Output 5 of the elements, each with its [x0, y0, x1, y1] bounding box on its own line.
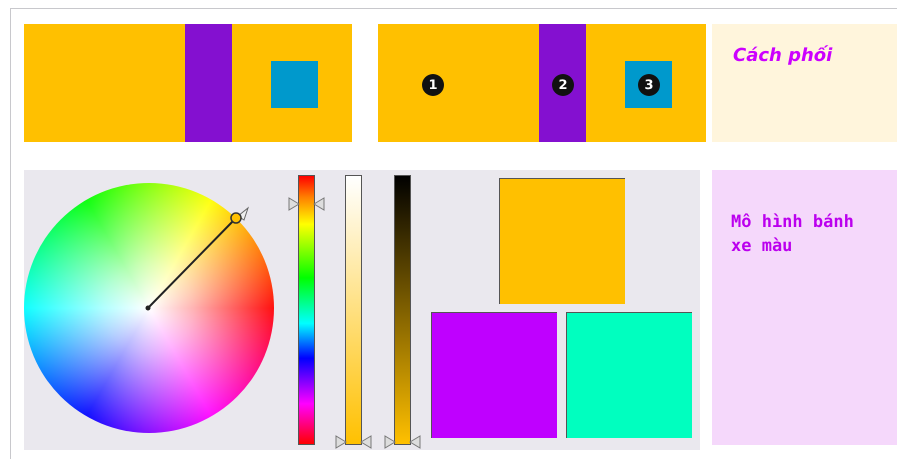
callout-number: 1 [422, 74, 444, 96]
panel-heading: Mô hình bánh xe màu [731, 211, 855, 258]
title-panel [712, 170, 897, 445]
panel-heading: Cách phối [733, 44, 834, 68]
title-panel [712, 24, 897, 142]
